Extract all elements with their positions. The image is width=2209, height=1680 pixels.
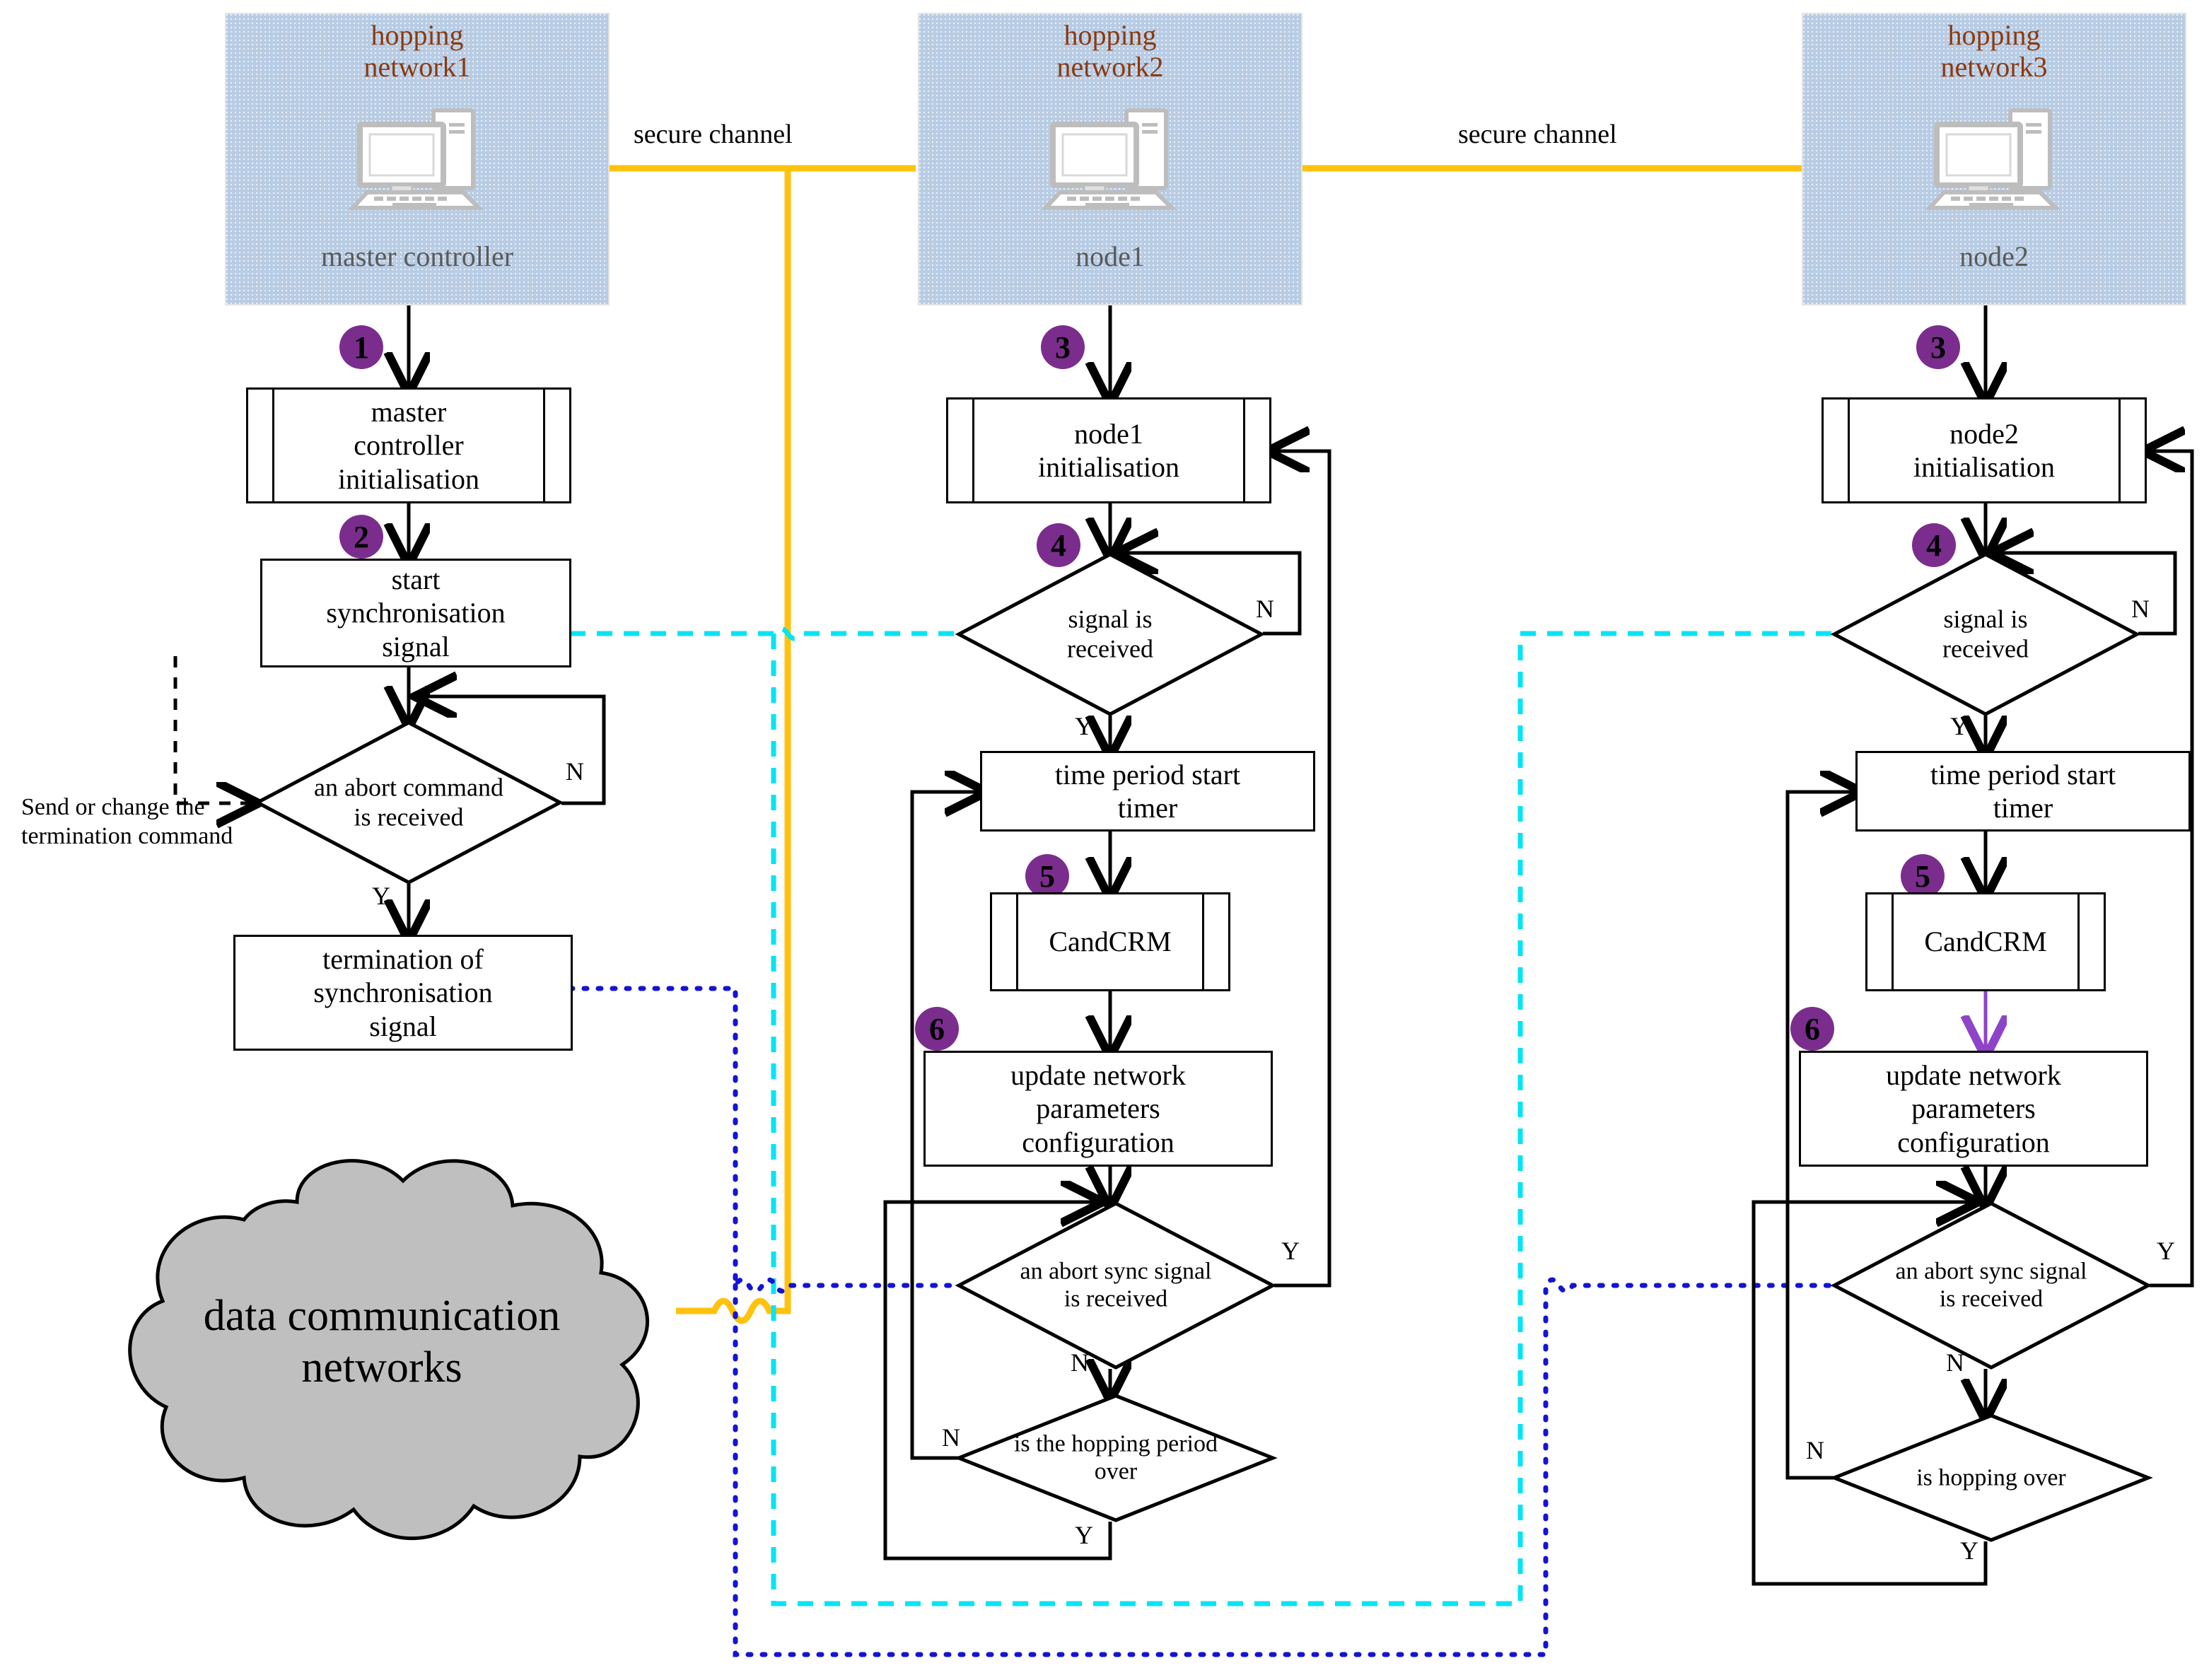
step-badge-2: 2 bbox=[339, 515, 383, 559]
desktop-computer-icon bbox=[1041, 108, 1177, 210]
node2-hopping-decision: is hopping over bbox=[1829, 1413, 2153, 1542]
node2-abort-no-label: N bbox=[1946, 1348, 1964, 1377]
network-panel-1-title: hopping network1 bbox=[226, 19, 608, 83]
node1-signal-received-decision: signal is received bbox=[955, 552, 1266, 716]
termination-command-pointer bbox=[173, 656, 252, 803]
node2-flow-arrows bbox=[1752, 305, 2194, 1586]
node2-update-text: update network parameters configuration bbox=[1886, 1059, 2061, 1158]
network-panel-1-title-line1: hopping bbox=[371, 19, 464, 51]
node1-initialisation-box: node1 initialisation bbox=[946, 397, 1271, 503]
node1-candcrm-box: CandCRM bbox=[990, 892, 1230, 991]
node1-abort-yes-label: Y bbox=[1281, 1237, 1300, 1265]
termination-text: termination of synchronisation signal bbox=[313, 943, 493, 1042]
start-synchronisation-signal-box: start synchronisation signal bbox=[260, 559, 571, 667]
master-init-text: master controller initialisation bbox=[338, 396, 479, 495]
abort-command-decision: an abort command is received bbox=[253, 721, 564, 885]
node2-hopping-yes-label: Y bbox=[1960, 1536, 1978, 1565]
node1-abort-no-label: N bbox=[1071, 1348, 1089, 1377]
node1-signal-no-label: N bbox=[1256, 595, 1274, 623]
node1-flow-arrows bbox=[883, 305, 1331, 1561]
network-panel-1-title-line2: network1 bbox=[363, 50, 471, 83]
node2-abort-yes-label: Y bbox=[2157, 1237, 2175, 1265]
network-panel-2-title-line1: hopping bbox=[1063, 19, 1157, 51]
desktop-computer-icon bbox=[1925, 108, 2061, 210]
cloud-label: data communication networks bbox=[203, 1292, 561, 1392]
node1-step-badge-3: 3 bbox=[1041, 325, 1085, 369]
node1-update-text: update network parameters configuration bbox=[1010, 1059, 1186, 1158]
node2-signal-yes-label: Y bbox=[1950, 712, 1969, 740]
node1-update-network-parameters-box: update network parameters configuration bbox=[923, 1051, 1273, 1167]
node2-signal-received-decision: signal is received bbox=[1830, 552, 2141, 716]
node1-abort-sync-decision: an abort sync signal is received bbox=[955, 1201, 1277, 1370]
node2-hopping-no-label: N bbox=[1806, 1436, 1824, 1464]
step-badge-1: 1 bbox=[339, 325, 383, 369]
network-panel-2-device-label: node1 bbox=[1076, 240, 1145, 272]
termination-of-synchronisation-signal-box: termination of synchronisation signal bbox=[233, 935, 573, 1051]
secure-channel-label-1: secure channel bbox=[634, 119, 793, 149]
node1-hopping-yes-label: Y bbox=[1075, 1521, 1093, 1549]
termination-command-annotation: Send or change the termination command bbox=[21, 794, 233, 849]
node2-step-badge-6: 6 bbox=[1790, 1007, 1834, 1051]
node2-update-network-parameters-box: update network parameters configuration bbox=[1799, 1051, 2148, 1167]
network-panel-2-title: hopping network2 bbox=[919, 19, 1301, 83]
master-controller-initialisation-box: master controller initialisation bbox=[246, 387, 571, 503]
node1-signal-yes-label: Y bbox=[1075, 712, 1093, 740]
network-panel-1: hopping network1 master controller bbox=[225, 13, 610, 305]
node2-signal-no-label: N bbox=[2131, 595, 2150, 623]
secure-channel-label-2: secure channel bbox=[1458, 119, 1617, 149]
node2-candcrm-label: CandCRM bbox=[1924, 926, 2047, 958]
network-panel-3-title: hopping network3 bbox=[1803, 19, 2185, 83]
secure-channel-to-cloud bbox=[676, 168, 791, 1324]
abort-signal-path bbox=[567, 986, 1847, 1657]
node1-init-text: node1 initialisation bbox=[1038, 417, 1179, 483]
node2-step-badge-4: 4 bbox=[1912, 523, 1956, 567]
node1-timer-text: time period start timer bbox=[1054, 758, 1241, 824]
node1-step-badge-6: 6 bbox=[915, 1007, 959, 1051]
network-panel-2-title-line2: network2 bbox=[1056, 50, 1164, 83]
node2-init-text: node2 initialisation bbox=[1913, 417, 2055, 483]
node1-candcrm-label: CandCRM bbox=[1049, 926, 1172, 958]
node1-step-badge-5: 5 bbox=[1025, 854, 1069, 898]
network-panel-3-device-label: node2 bbox=[1959, 240, 2029, 272]
network-panel-3-title-line1: hopping bbox=[1947, 19, 2041, 51]
node1-time-period-start-timer-box: time period start timer bbox=[980, 751, 1315, 832]
node2-candcrm-box: CandCRM bbox=[1865, 892, 2106, 991]
network-panel-2: hopping network2 node1 bbox=[918, 13, 1302, 305]
node1-hopping-period-decision: is the hopping period over bbox=[954, 1394, 1278, 1522]
node1-hopping-no-label: N bbox=[942, 1423, 960, 1452]
data-communication-networks-cloud: data communication networks bbox=[85, 1138, 679, 1556]
abort-command-no-label: N bbox=[566, 757, 584, 786]
abort-command-yes-label: Y bbox=[372, 882, 390, 910]
start-sync-text: start synchronisation signal bbox=[326, 564, 506, 663]
master-flow-arrows bbox=[409, 305, 606, 935]
network-panel-1-device-label: master controller bbox=[320, 240, 514, 272]
node2-abort-sync-decision: an abort sync signal is received bbox=[1830, 1201, 2152, 1370]
desktop-computer-icon bbox=[348, 108, 484, 210]
network-panel-3: hopping network3 node2 bbox=[1802, 13, 2186, 305]
node2-timer-text: time period start timer bbox=[1930, 758, 2116, 824]
node2-step-badge-3: 3 bbox=[1916, 325, 1960, 369]
node2-initialisation-box: node2 initialisation bbox=[1822, 397, 2147, 503]
node2-step-badge-5: 5 bbox=[1901, 854, 1945, 898]
node1-step-badge-4: 4 bbox=[1037, 523, 1080, 567]
node2-time-period-start-timer-box: time period start timer bbox=[1855, 751, 2191, 832]
network-panel-3-title-line2: network3 bbox=[1940, 50, 2048, 83]
